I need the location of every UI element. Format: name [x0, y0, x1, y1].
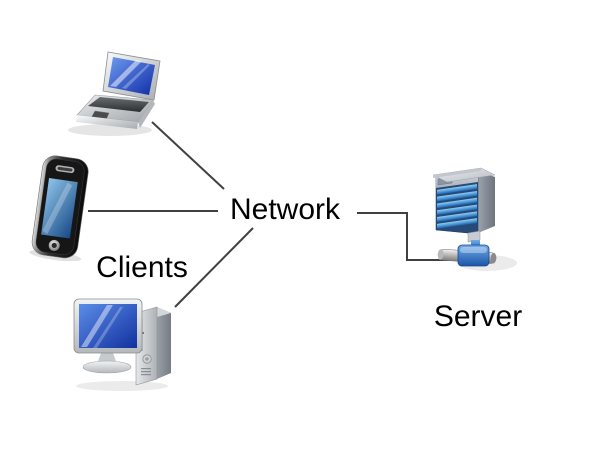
laptop-icon	[68, 51, 161, 136]
smartphone-icon	[29, 155, 89, 261]
clients-label: Clients	[96, 251, 188, 284]
connection-laptop-network	[151, 121, 225, 190]
server-icon	[432, 167, 517, 271]
connection-desktop-network	[174, 227, 254, 308]
server-label: Server	[433, 300, 523, 333]
connection-network-server	[357, 212, 450, 261]
network-label: Network	[229, 193, 341, 226]
desktop-computer-icon	[73, 298, 171, 391]
